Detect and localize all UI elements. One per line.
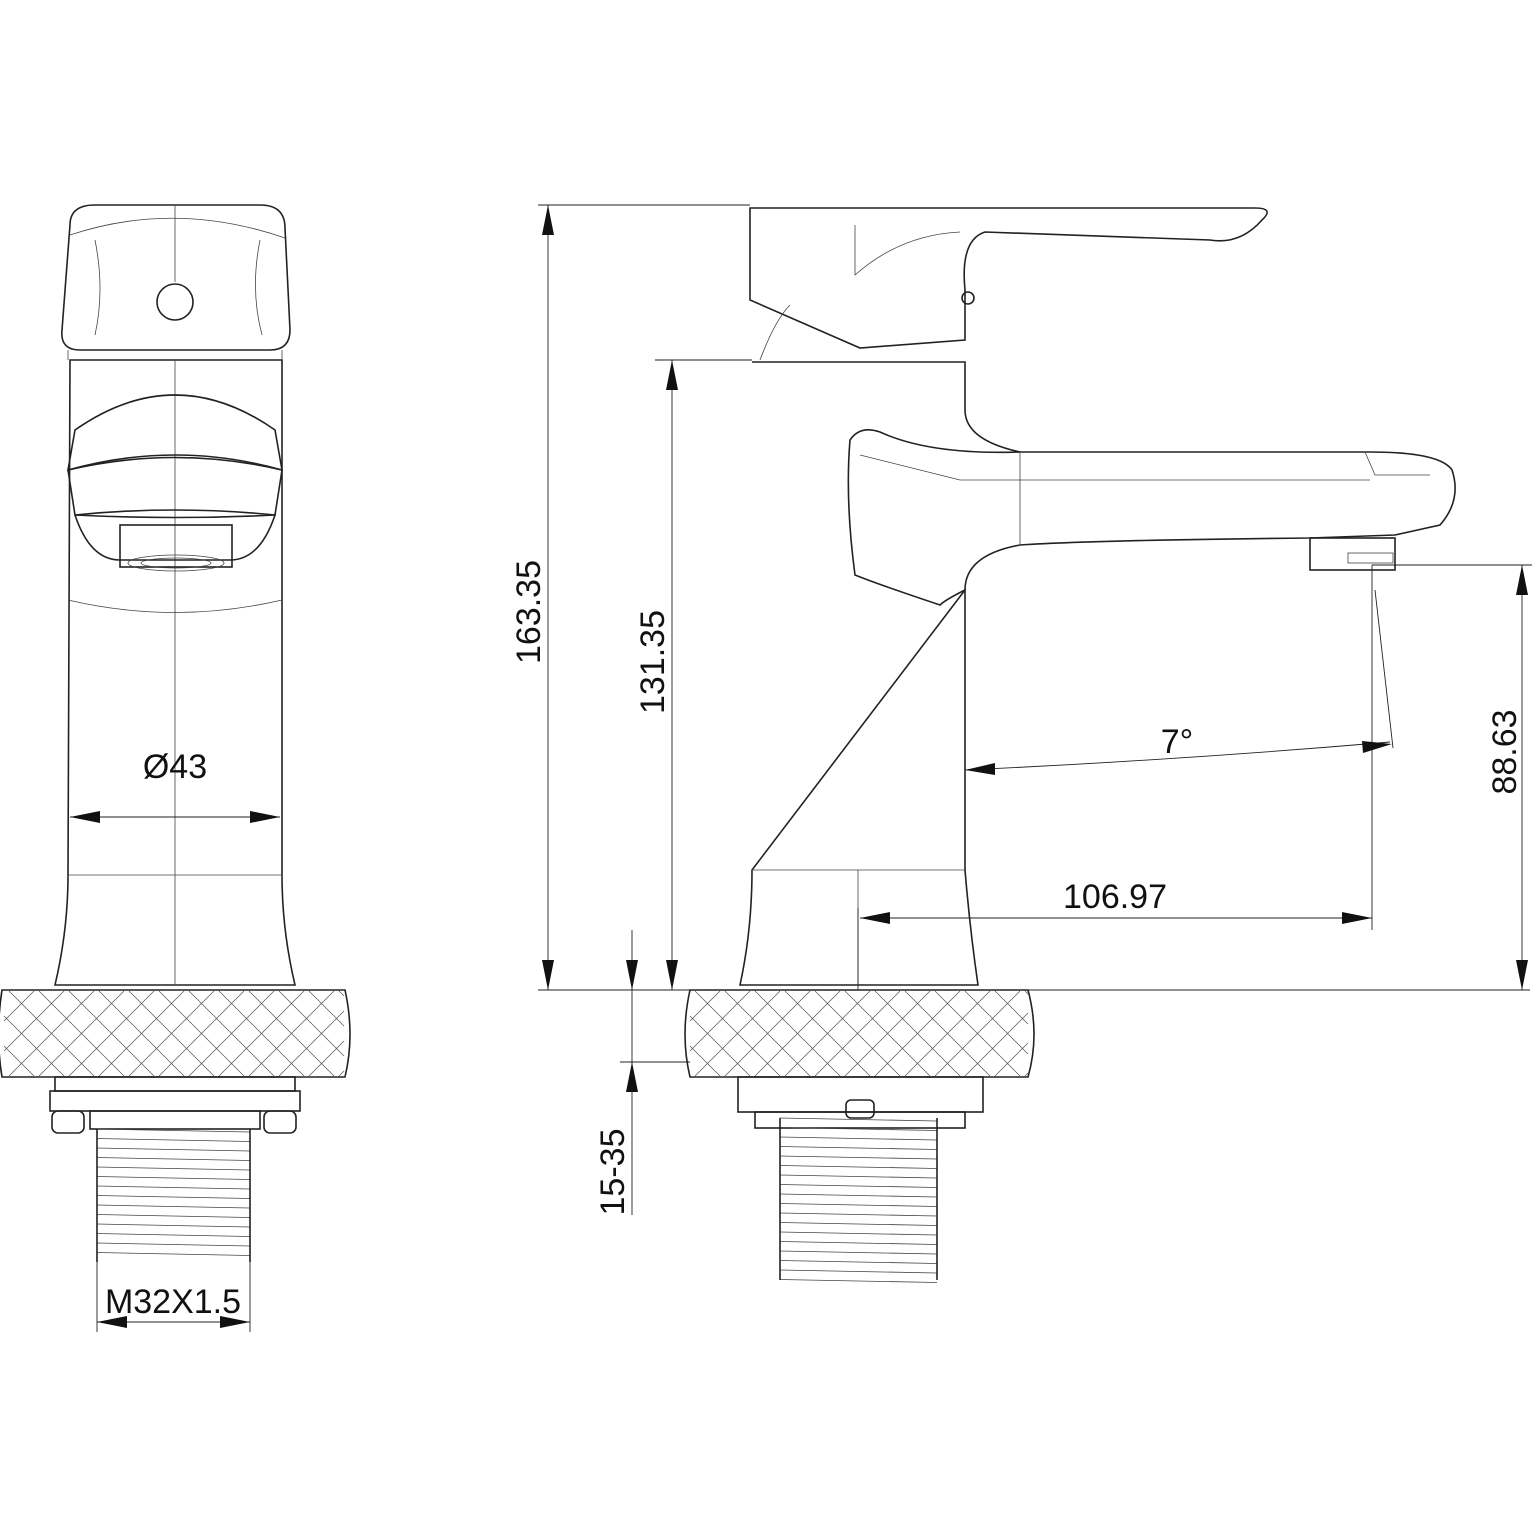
thread-line (779, 1260, 938, 1264)
thread-line (779, 1231, 938, 1236)
thread-line (779, 1155, 938, 1160)
thread-line (779, 1136, 938, 1141)
dim-total-height: 163.35 (510, 560, 548, 664)
dimension-lines (70, 204, 1532, 1332)
side-lever (749, 207, 1268, 349)
thread-line (96, 1147, 251, 1152)
hatch-line (8, 990, 95, 1077)
hatch-line (904, 990, 991, 1077)
hatch-line (338, 990, 345, 997)
hatch-line (3, 1045, 35, 1077)
front-thread (96, 1128, 251, 1262)
thread-line (779, 1279, 938, 1283)
thread-line (779, 1174, 938, 1179)
hatch-line (38, 990, 125, 1077)
hatch-line (689, 990, 721, 1022)
dim-countertop-thickness: 15-35 (594, 1129, 632, 1216)
hatch-line (964, 1012, 1029, 1077)
hatch-line (934, 990, 1021, 1077)
side-spout (847, 429, 1456, 606)
hatch-line (3, 990, 35, 1022)
front-handle (61, 204, 291, 351)
thread-line (779, 1250, 938, 1255)
hatch-line (844, 990, 931, 1077)
thread-line (96, 1138, 251, 1142)
dim-thread: M32X1.5 (105, 1283, 241, 1321)
hatch-line (218, 990, 305, 1077)
hatch-line (68, 990, 155, 1077)
thread-line (96, 1204, 251, 1209)
aerator (1309, 537, 1396, 571)
front-body (53, 359, 297, 986)
hatch-line (689, 1045, 721, 1077)
front-countertop (0, 989, 351, 1078)
hatch-line (1024, 1072, 1029, 1077)
hatch-line (308, 990, 345, 1027)
thread-line (779, 1222, 938, 1226)
thread-line (96, 1166, 251, 1171)
thread-line (779, 1212, 938, 1217)
hatch-line (248, 990, 335, 1077)
hatch-line (994, 1042, 1029, 1077)
thread-line (96, 1233, 251, 1237)
thread-line (779, 1165, 938, 1169)
hatch-line (188, 990, 275, 1077)
thread-line (96, 1176, 251, 1180)
hatch-line (874, 990, 961, 1077)
hatch-line (308, 1040, 345, 1077)
hatch-line (689, 1015, 751, 1077)
dim-spout-reach: 106.97 (1063, 878, 1167, 916)
thread-line (779, 1193, 938, 1198)
hatch-line (964, 990, 1029, 1055)
thread-line (779, 1127, 938, 1131)
hatch-line (694, 990, 781, 1077)
dim-outlet-height: 88.63 (1486, 709, 1524, 794)
hatch-line (994, 990, 1029, 1025)
thread-line (96, 1157, 251, 1161)
hatch-line (814, 990, 901, 1077)
side-view (739, 207, 1456, 986)
thread-line (96, 1242, 251, 1247)
thread-line (96, 1252, 251, 1256)
dim-body-diameter: Ø43 (143, 748, 207, 786)
side-mounting (737, 1076, 984, 1283)
side-body (739, 361, 1021, 986)
hatch-line (724, 990, 811, 1077)
dim-body-height: 131.35 (634, 610, 672, 714)
front-view (53, 204, 297, 986)
hatch-line (128, 990, 215, 1077)
hatch-line (98, 990, 185, 1077)
countertop-hatch (3, 990, 1029, 1077)
hatch-line (1024, 990, 1029, 995)
hatch-line (3, 1015, 65, 1077)
front-mounting (49, 1076, 301, 1262)
hatch-line (278, 990, 345, 1057)
hatch-line (754, 990, 841, 1077)
set-screw (156, 283, 194, 321)
hatch-line (278, 1010, 345, 1077)
thread-line (779, 1184, 938, 1188)
hatch-line (784, 990, 871, 1077)
hatch-line (338, 1070, 345, 1077)
hatch-line (3, 990, 65, 1052)
thread-line (96, 1195, 251, 1199)
thread-line (96, 1185, 251, 1190)
thread-line (96, 1128, 251, 1133)
side-thread (779, 1117, 938, 1283)
thread-line (779, 1117, 938, 1122)
thread-line (779, 1241, 938, 1245)
thread-line (779, 1203, 938, 1207)
dim-spout-angle: 7° (1161, 723, 1194, 761)
hatch-line (689, 990, 751, 1052)
side-countertop (684, 989, 1035, 1078)
thread-line (96, 1214, 251, 1218)
hatch-line (158, 990, 245, 1077)
thread-line (779, 1146, 938, 1150)
thread-line (96, 1223, 251, 1228)
thread-line (779, 1269, 938, 1274)
